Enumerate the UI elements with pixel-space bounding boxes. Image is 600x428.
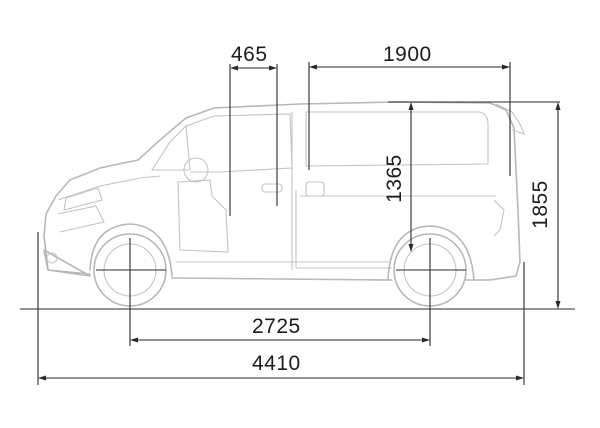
- dimension-label-overall-height: 1855: [528, 180, 552, 229]
- dimension-label-door-width: 465: [231, 43, 268, 66]
- dimension-label-wheelbase: 2725: [252, 315, 301, 338]
- dimension-label-overall-length: 4410: [252, 352, 301, 375]
- dimension-label-cargo-length: 1900: [383, 43, 432, 66]
- van-outline: [43, 101, 525, 307]
- dimension-label-interior-height: 1365: [382, 154, 406, 203]
- dimension-lines: [20, 62, 575, 385]
